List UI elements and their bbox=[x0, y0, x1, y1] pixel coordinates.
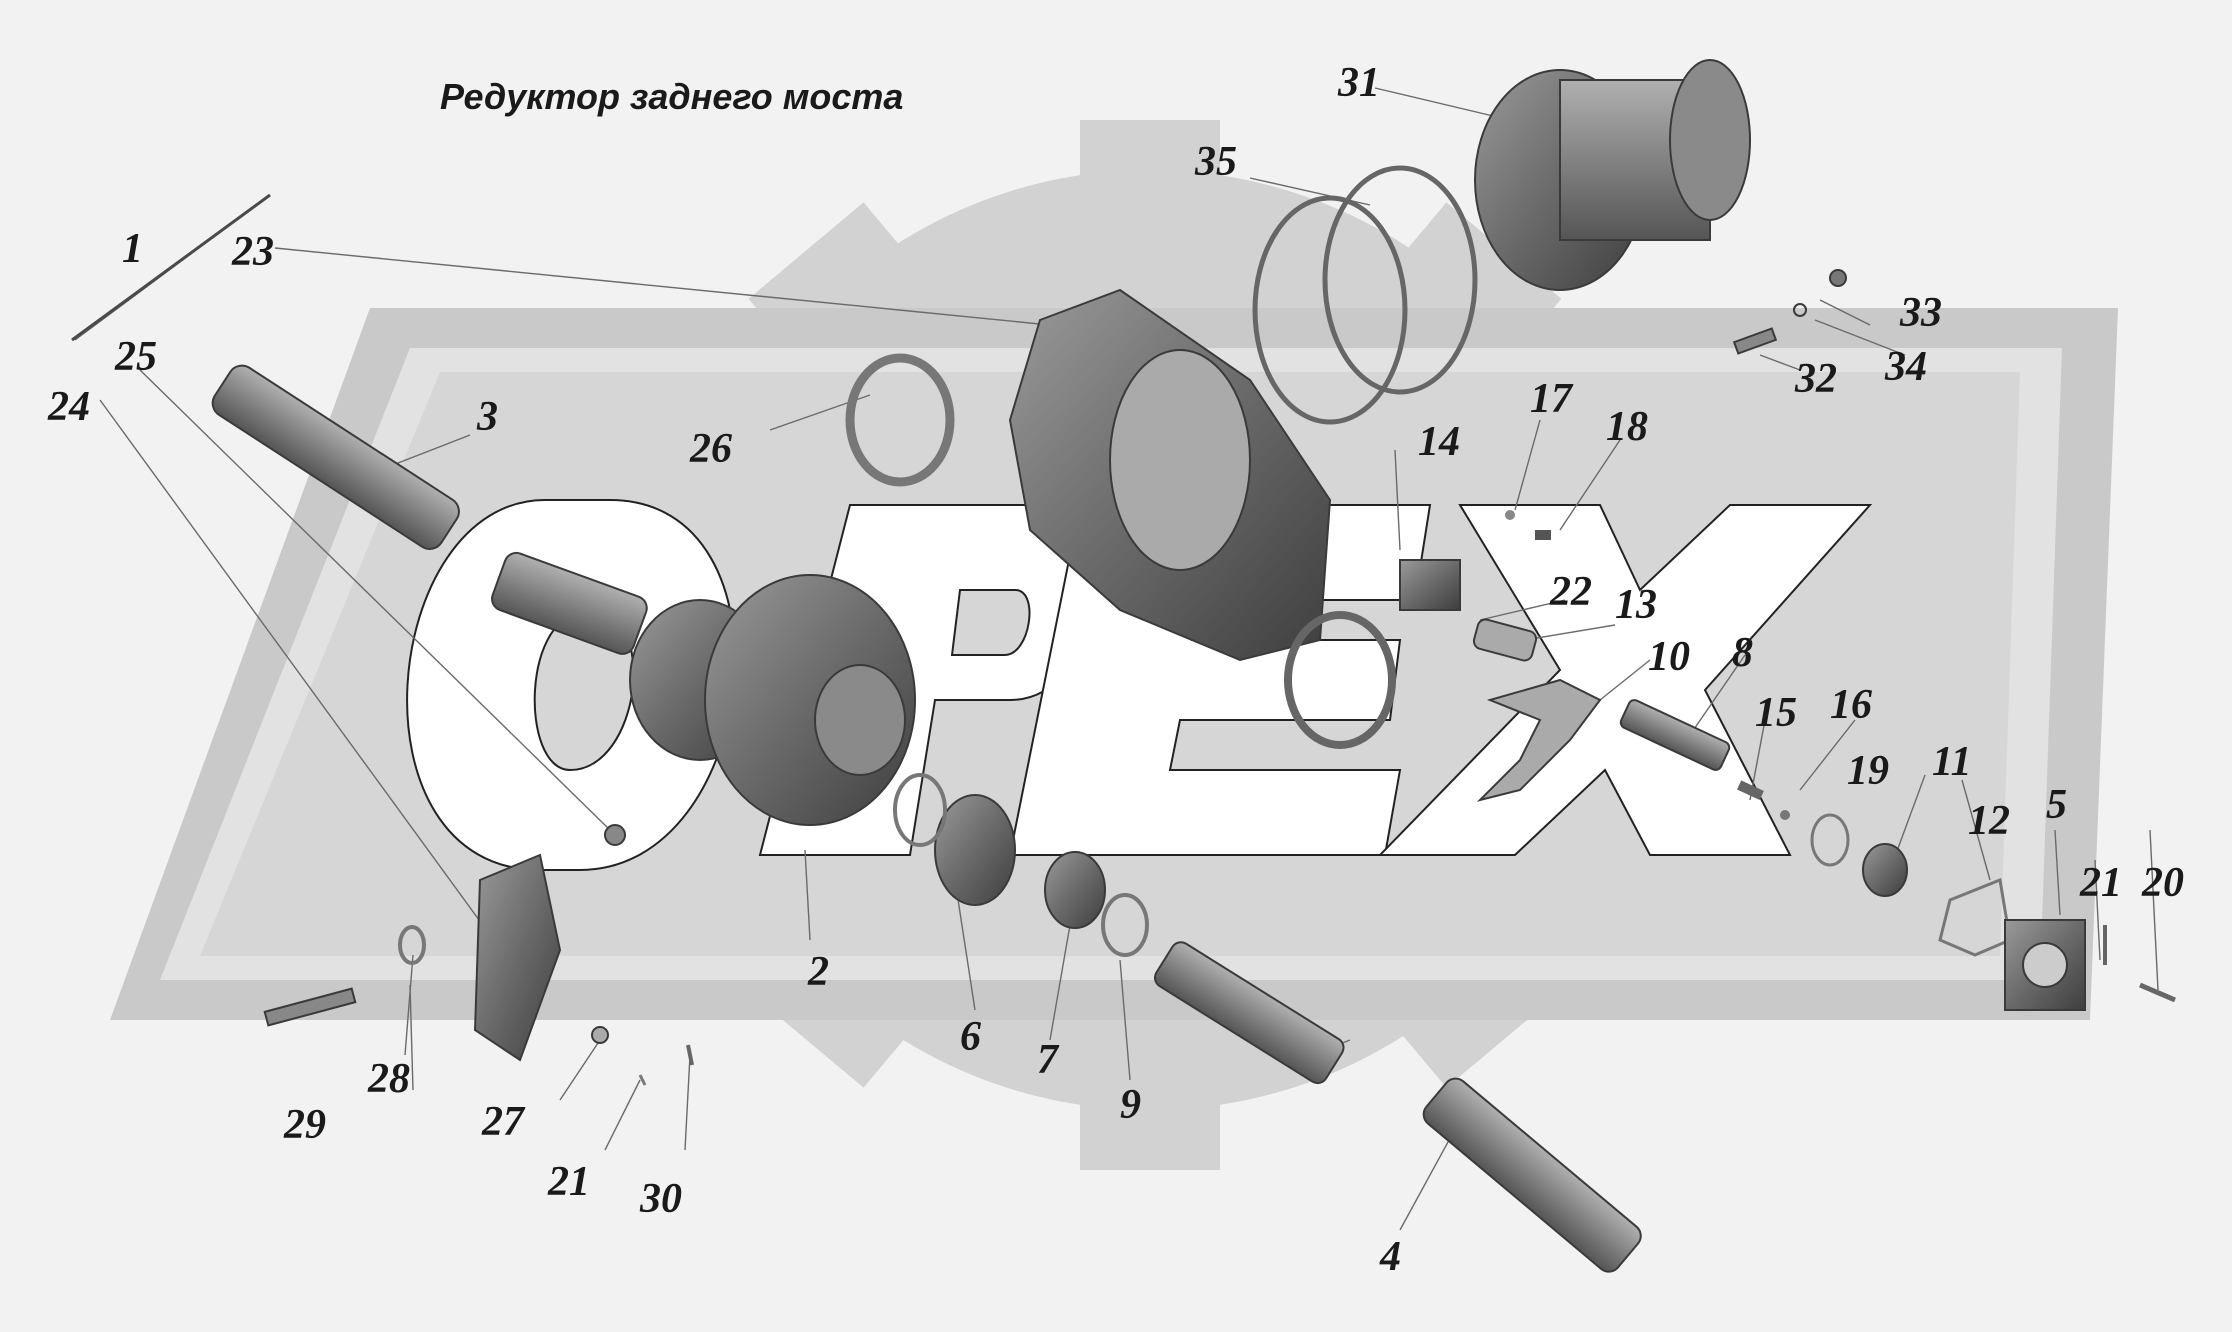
label-11: 11 bbox=[1932, 739, 1972, 785]
label-26: 26 bbox=[689, 426, 732, 472]
part-34 bbox=[1793, 303, 1807, 317]
part-29 bbox=[263, 987, 357, 1027]
part-16 bbox=[1780, 810, 1790, 820]
label-35: 35 bbox=[1194, 139, 1237, 185]
label-31: 31 bbox=[1337, 60, 1380, 106]
part-15 bbox=[1737, 780, 1764, 801]
part-ring-lower bbox=[1284, 611, 1396, 749]
label-33: 33 bbox=[1899, 290, 1942, 336]
label-23: 23 bbox=[231, 229, 274, 275]
label-4: 4 bbox=[1379, 1234, 1401, 1280]
part-4 bbox=[1422, 1077, 1642, 1273]
part-24 bbox=[473, 853, 562, 1062]
part-25 bbox=[604, 824, 626, 846]
part-31 bbox=[1474, 59, 1751, 291]
part-11 bbox=[1862, 843, 1908, 897]
part-ring-small bbox=[893, 773, 947, 847]
part-30 bbox=[686, 1044, 694, 1066]
part-23 bbox=[1008, 288, 1332, 662]
label-20: 20 bbox=[2141, 860, 2184, 906]
label-21-left: 21 bbox=[547, 1159, 590, 1205]
part-35a bbox=[1252, 195, 1408, 425]
part-7 bbox=[1044, 851, 1106, 929]
part-3 bbox=[211, 364, 460, 550]
part-10 bbox=[1476, 678, 1602, 802]
part-8 bbox=[1619, 699, 1731, 771]
label-27: 27 bbox=[481, 1099, 526, 1145]
label-18: 18 bbox=[1606, 404, 1648, 450]
label-14: 14 bbox=[1418, 419, 1460, 465]
label-22: 22 bbox=[1549, 569, 1592, 615]
part-28 bbox=[398, 925, 426, 965]
part-22 bbox=[1472, 618, 1538, 662]
part-shaft-mid bbox=[1153, 941, 1345, 1085]
part-shaft-short bbox=[491, 551, 648, 655]
part-2 bbox=[629, 574, 916, 826]
label-24: 24 bbox=[47, 384, 90, 430]
label-28: 28 bbox=[367, 1056, 410, 1102]
label-10: 10 bbox=[1648, 634, 1690, 680]
label-3: 3 bbox=[476, 394, 498, 440]
part-5 bbox=[2004, 919, 2086, 1011]
label-2: 2 bbox=[807, 949, 829, 995]
label-25: 25 bbox=[114, 334, 157, 380]
label-1: 1 bbox=[122, 226, 143, 272]
label-13: 13 bbox=[1615, 582, 1657, 628]
label-9: 9 bbox=[1120, 1082, 1141, 1128]
part-33 bbox=[1829, 269, 1847, 287]
label-21-right: 21 bbox=[2079, 860, 2122, 906]
label-16: 16 bbox=[1830, 682, 1872, 728]
part-labels: 1 2 3 4 5 6 7 8 9 10 11 12 13 14 15 16 1… bbox=[47, 60, 2184, 1280]
parts bbox=[71, 59, 2176, 1273]
part-35b bbox=[1322, 165, 1478, 395]
label-32: 32 bbox=[1794, 356, 1837, 402]
part-20 bbox=[2139, 982, 2176, 1003]
label-8: 8 bbox=[1732, 630, 1753, 676]
part-27 bbox=[591, 1026, 609, 1044]
label-17: 17 bbox=[1530, 376, 1574, 422]
part-12 bbox=[1938, 877, 2012, 957]
label-30: 30 bbox=[639, 1176, 682, 1222]
label-6: 6 bbox=[960, 1014, 981, 1060]
diagram-title: Редуктор заднего моста bbox=[440, 76, 904, 117]
part-14 bbox=[1399, 559, 1461, 611]
part-1 bbox=[71, 193, 271, 342]
label-12: 12 bbox=[1968, 798, 2010, 844]
part-32 bbox=[1732, 327, 1778, 355]
label-29: 29 bbox=[283, 1102, 326, 1148]
label-5: 5 bbox=[2046, 782, 2067, 828]
label-15: 15 bbox=[1755, 690, 1797, 736]
part-6 bbox=[934, 794, 1016, 906]
label-19: 19 bbox=[1847, 748, 1889, 794]
label-34: 34 bbox=[1884, 344, 1927, 390]
part-21-left bbox=[638, 1074, 647, 1086]
label-7: 7 bbox=[1037, 1037, 1060, 1083]
part-17 bbox=[1505, 510, 1515, 520]
part-18 bbox=[1535, 530, 1551, 540]
part-9 bbox=[1101, 893, 1149, 957]
part-19 bbox=[1810, 813, 1850, 867]
part-26 bbox=[845, 353, 955, 487]
